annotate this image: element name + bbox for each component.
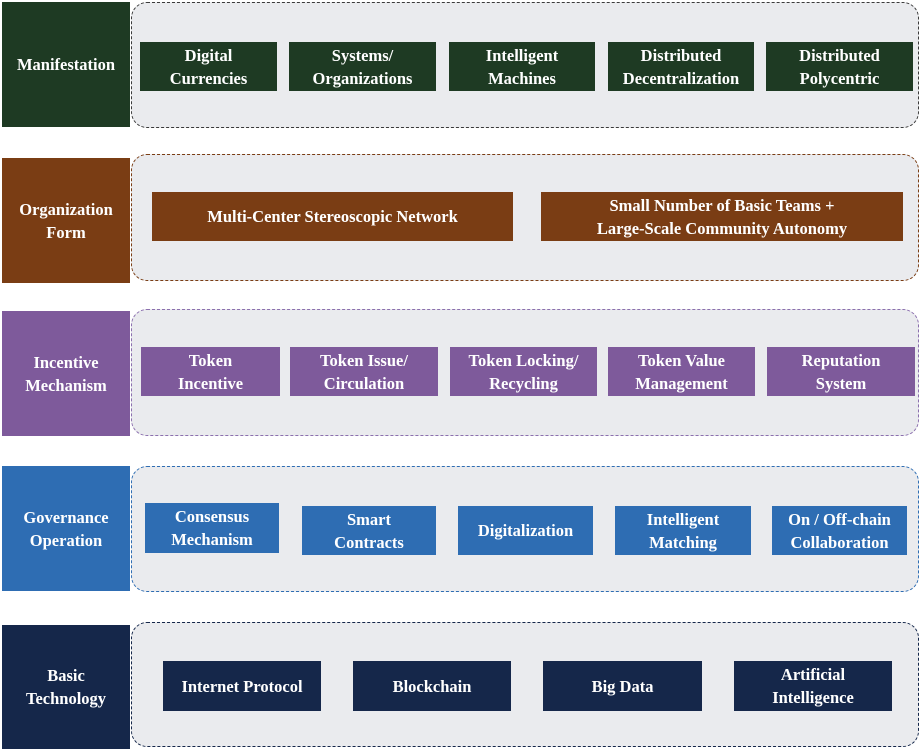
layer-item: Token Locking/ Recycling — [450, 347, 597, 396]
layer-label: Basic Technology — [2, 625, 130, 749]
layer-item: Intelligent Machines — [449, 42, 595, 91]
layer-item: Big Data — [543, 661, 702, 711]
layer-item: Digital Currencies — [140, 42, 277, 91]
layer-item: Intelligent Matching — [615, 506, 751, 555]
layer-item: Distributed Polycentric — [766, 42, 913, 91]
layer-label: Manifestation — [2, 2, 130, 127]
layer-label: Organization Form — [2, 158, 130, 283]
layer-item: Internet Protocol — [163, 661, 321, 711]
layer-item: Blockchain — [353, 661, 511, 711]
layer-item: Multi-Center Stereoscopic Network — [152, 192, 513, 241]
layer-item: Distributed Decentralization — [608, 42, 754, 91]
layer-label: Incentive Mechanism — [2, 311, 130, 436]
layer-item: Small Number of Basic Teams + Large-Scal… — [541, 192, 903, 241]
layer-item: Digitalization — [458, 506, 593, 555]
layer-item: Token Incentive — [141, 347, 280, 396]
layer-label: Governance Operation — [2, 466, 130, 591]
layer-item: Smart Contracts — [302, 506, 436, 555]
layer-item: Reputation System — [767, 347, 915, 396]
layer-item: Token Value Management — [608, 347, 755, 396]
layer-item: On / Off-chain Collaboration — [772, 506, 907, 555]
layer-item: Consensus Mechanism — [145, 503, 279, 553]
layer-item: Token Issue/ Circulation — [290, 347, 438, 396]
layer-item: Artificial Intelligence — [734, 661, 892, 711]
layer-item: Systems/ Organizations — [289, 42, 436, 91]
